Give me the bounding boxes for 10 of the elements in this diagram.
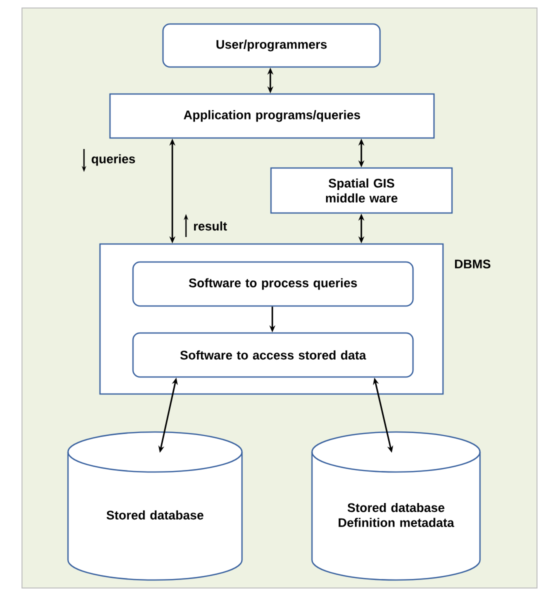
rounded-box: User/programmers [162, 23, 381, 68]
database-cylinder: Stored database [67, 431, 243, 581]
rounded-box: Software to access stored data [132, 332, 414, 378]
process-box: Spatial GIS middle ware [270, 167, 453, 214]
process-box: Application programs/queries [109, 93, 435, 139]
flow-label: queries [92, 154, 135, 166]
rounded-box: Software to process queries [132, 261, 414, 307]
flow-label: result [194, 221, 227, 231]
database-cylinder: Stored database Definition metadata [311, 431, 481, 581]
box-heading: DBMS [455, 260, 490, 268]
